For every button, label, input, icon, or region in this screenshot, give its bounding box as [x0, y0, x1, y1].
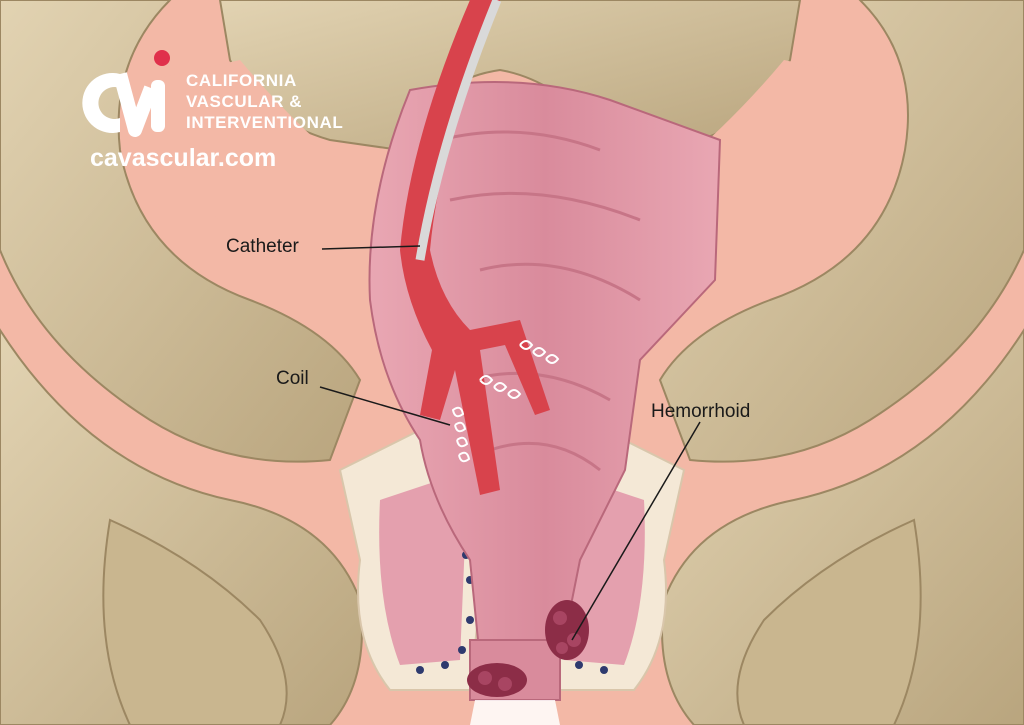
- catheter-label: Catheter: [226, 236, 299, 257]
- hemorrhoid-leader-line: [571, 421, 701, 641]
- coil-leader-line: [319, 386, 451, 426]
- hemorrhoid: [467, 600, 589, 697]
- logo-text: CALIFORNIA VASCULAR & INTERVENTIONAL: [186, 70, 343, 133]
- logo-line-2: VASCULAR &: [186, 92, 303, 111]
- coil-label: Coil: [276, 368, 309, 389]
- catheter-leader-line: [321, 245, 421, 250]
- artery: [400, 0, 550, 495]
- logo-url: cavascular.com: [90, 144, 277, 172]
- hemorrhoid-label: Hemorrhoid: [651, 401, 751, 422]
- coil: [451, 340, 560, 463]
- cvi-logo-mark: [82, 50, 170, 137]
- logo-line-3: INTERVENTIONAL: [186, 113, 344, 132]
- catheter-core: [415, 0, 502, 261]
- logo-line-1: CALIFORNIA: [186, 71, 297, 90]
